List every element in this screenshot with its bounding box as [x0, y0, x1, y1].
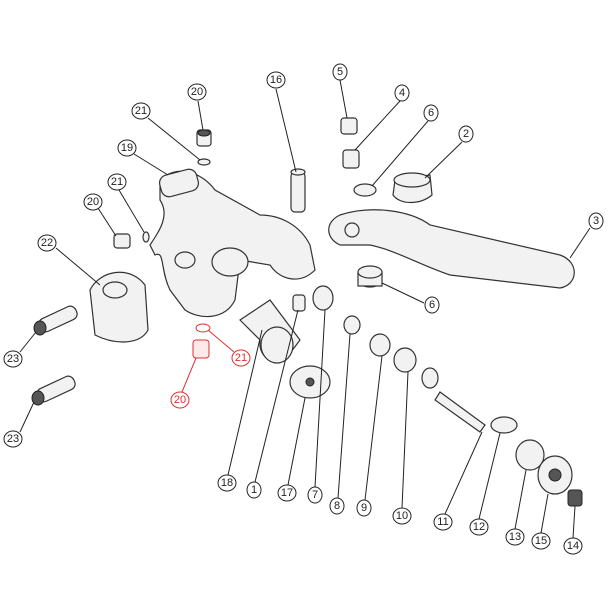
callout-label: 20: [87, 196, 99, 208]
callout-3: 3: [588, 212, 604, 230]
callout-5: 5: [332, 63, 348, 81]
callout-label: 17: [281, 487, 293, 499]
callout-label: 19: [121, 142, 133, 154]
part-6-bushing: [357, 265, 383, 288]
callout-15: 15: [531, 532, 551, 550]
callout-21-top: 21: [131, 102, 151, 120]
callout-14: 14: [563, 537, 583, 555]
callout-label: 2: [463, 128, 469, 140]
callout-13: 13: [505, 528, 525, 546]
callout-19: 19: [117, 139, 137, 157]
callout-7: 7: [307, 486, 323, 504]
part-16-pin: [290, 168, 306, 213]
callout-18: 18: [217, 474, 237, 492]
callout-label: 18: [221, 477, 233, 489]
callout-label: 16: [270, 74, 282, 86]
callout-label: 5: [337, 66, 343, 78]
callout-label: 13: [509, 531, 521, 543]
parts-4-5-6-2: [340, 117, 433, 204]
callout-label: 10: [396, 510, 408, 522]
callout-11: 11: [433, 513, 453, 531]
callout-10: 10: [392, 507, 412, 525]
callout-label: 8: [334, 500, 340, 512]
callout-20-top: 20: [187, 83, 207, 101]
callout-22: 22: [37, 234, 57, 252]
callout-21-highlighted: 21: [231, 349, 251, 367]
leader-lines: [19, 79, 591, 539]
callout-17: 17: [277, 484, 297, 502]
callout-label: 4: [399, 87, 405, 99]
callout-4: 4: [394, 84, 410, 102]
callout-8: 8: [329, 497, 345, 515]
callout-23-lower: 23: [3, 430, 23, 448]
part-20-bleed-screws: [113, 129, 212, 359]
callout-6-lower: 6: [424, 296, 440, 314]
callout-label: 14: [567, 540, 579, 552]
callout-label: 21: [135, 105, 147, 117]
callout-20-highlighted: 20: [170, 391, 190, 409]
callout-label: 22: [41, 237, 53, 249]
callout-label: 1: [251, 484, 257, 496]
callout-9: 9: [356, 499, 372, 517]
callout-label: 12: [473, 521, 485, 533]
part-22-clamp: [89, 271, 149, 343]
piston-assembly: [239, 285, 583, 507]
callout-label: 3: [593, 215, 599, 227]
callouts: 5 4 6 2 3 6 16 20 21 19 21 20 22 23 23 2…: [3, 63, 604, 555]
part-23-bolts: [31, 305, 78, 406]
callout-label: 23: [7, 433, 19, 445]
callout-label: 7: [312, 489, 318, 501]
callout-label: 21: [111, 176, 123, 188]
callout-21-mid: 21: [107, 173, 127, 191]
callout-label: 6: [428, 107, 434, 119]
callout-23-upper: 23: [3, 350, 23, 368]
lever-body: [149, 168, 316, 318]
callout-label: 21: [235, 352, 247, 364]
callout-6: 6: [423, 104, 439, 122]
callout-16: 16: [266, 71, 286, 89]
callout-label: 9: [361, 502, 367, 514]
callout-2: 2: [458, 125, 474, 143]
callout-label: 6: [429, 299, 435, 311]
callout-label: 15: [535, 535, 547, 547]
callout-12: 12: [469, 518, 489, 536]
callout-20-mid: 20: [83, 193, 103, 211]
callout-label: 20: [174, 394, 186, 406]
part-3-blade: [328, 209, 575, 289]
callout-label: 23: [7, 353, 19, 365]
callout-label: 11: [437, 516, 448, 528]
callout-label: 20: [191, 86, 203, 98]
callout-1: 1: [246, 481, 262, 499]
